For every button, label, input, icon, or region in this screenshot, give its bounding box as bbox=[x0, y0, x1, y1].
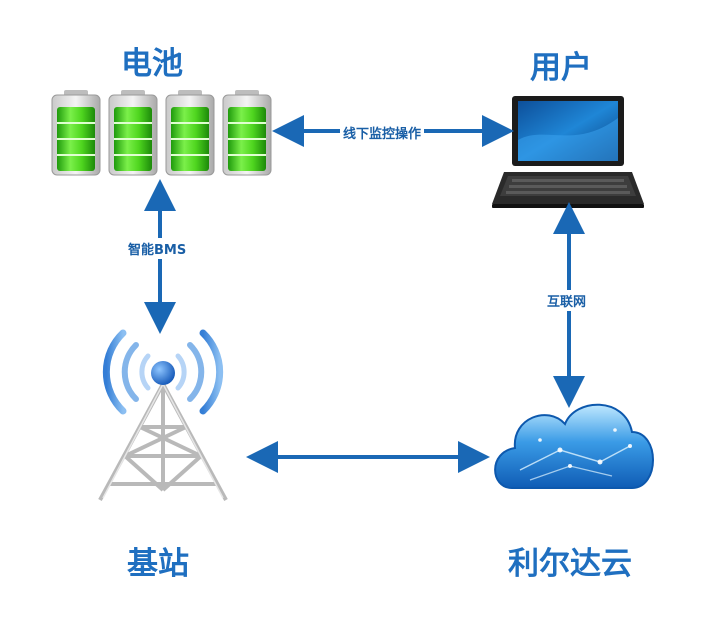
user-title: 用户 bbox=[530, 50, 592, 86]
cloud-icon bbox=[494, 403, 654, 489]
base-station-icon bbox=[98, 329, 228, 501]
edge-label-smart-bms: 智能BMS bbox=[125, 238, 190, 259]
cloud-title: 利尔达云 bbox=[508, 546, 632, 582]
laptop-icon bbox=[492, 96, 644, 208]
battery-title: 电池 bbox=[121, 46, 183, 82]
edge-label-internet: 互联网 bbox=[544, 290, 590, 311]
battery-icon bbox=[51, 90, 272, 176]
edge-label-offline-monitoring: 线下监控操作 bbox=[340, 122, 425, 143]
base-station-title: 基站 bbox=[127, 546, 189, 582]
